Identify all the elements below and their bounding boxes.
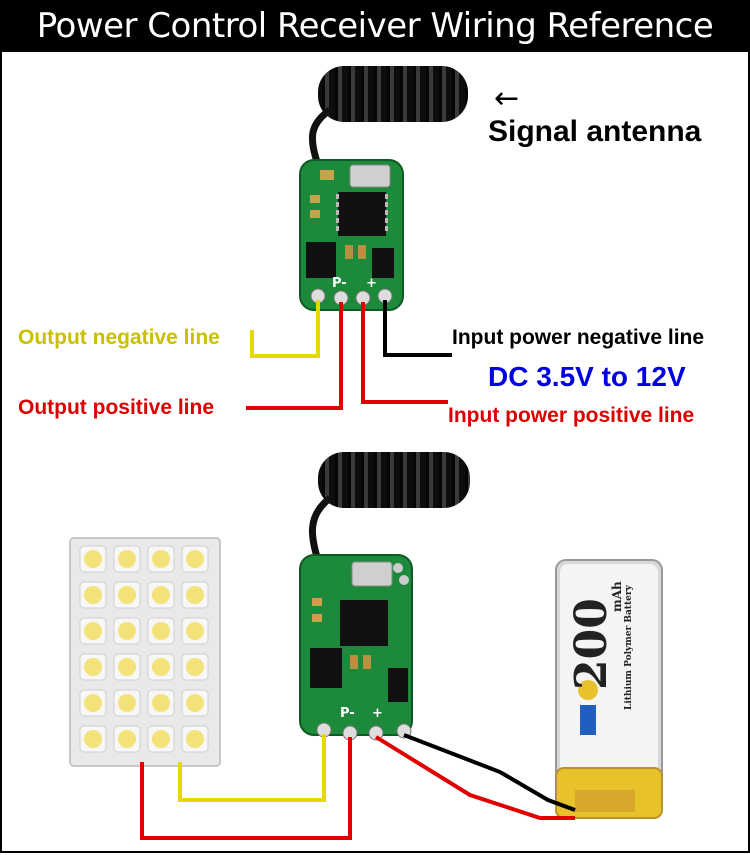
top-receiver [299,66,468,311]
signal-antenna-label: Signal antenna [488,115,702,148]
diagram-frame [0,52,750,853]
top-output-positive-wire [246,302,343,410]
led-emitter [84,694,102,712]
led-emitter [152,586,170,604]
led-emitter [186,694,204,712]
led-emitter [84,658,102,676]
led-emitter [186,658,204,676]
led-emitter [84,622,102,640]
led-emitter [118,658,136,676]
input-positive-label: Input power positive line [448,404,695,427]
bottom-output-negative-wire [178,734,326,802]
led-emitter [186,622,204,640]
led-panel [69,537,221,767]
led-emitter [84,586,102,604]
top-output-negative-wire [250,300,320,358]
page-title: Power Control Receiver Wiring Reference [0,0,750,52]
led-emitter [152,658,170,676]
bottom-input-positive-wire [374,735,575,820]
bottom-input-negative-wire [403,733,576,812]
led-emitter [118,550,136,568]
input-negative-label: Input power negative line [452,326,705,349]
bottom-receiver [299,452,470,741]
battery-label: 200 mAh Lithium Polymer Battery [566,572,656,712]
top-pin-label-p-minus: P- [332,276,347,291]
bottom-antenna-lead [308,495,333,562]
top-antenna-coil [318,66,468,122]
bottom-output-positive-wire [140,737,352,840]
top-input-negative-wire [383,300,452,357]
led-emitter [152,550,170,568]
led-emitter [152,694,170,712]
bottom-pin-label-plus: + [372,706,383,721]
antenna-arrow: ← [494,81,519,116]
top-antenna-lead [308,107,333,167]
led-emitter [186,550,204,568]
led-emitter [186,586,204,604]
led-emitter [118,586,136,604]
battery-type: Lithium Polymer Battery [624,585,634,710]
led-emitter [84,730,102,748]
led-emitter [118,694,136,712]
led-emitter [118,730,136,748]
input-voltage-label: DC 3.5V to 12V [488,361,686,392]
top-pin-label-plus: + [366,276,377,291]
output-negative-label: Output negative line [18,326,220,349]
bottom-pin-label-p-minus: P- [340,706,355,721]
top-input-positive-wire [361,302,448,404]
led-emitter [186,730,204,748]
output-positive-label: Output positive line [18,396,215,419]
bottom-antenna-coil [318,452,470,508]
led-emitter [84,550,102,568]
led-emitter [152,730,170,748]
led-emitter [118,622,136,640]
battery-unit: mAh [610,581,624,612]
led-emitter [152,622,170,640]
lipo-battery [555,559,663,819]
